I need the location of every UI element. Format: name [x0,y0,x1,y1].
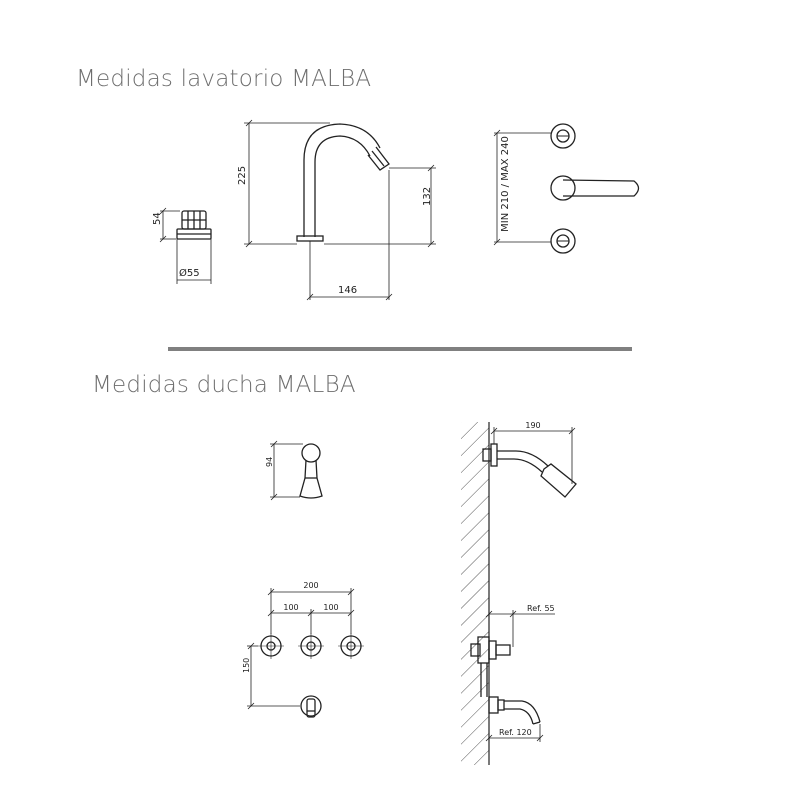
spout-base [296,235,324,242]
valve-right [338,633,364,659]
shower-head-height-dimension [270,440,303,501]
arm-length-label: 190 [525,421,540,430]
shower-section-title: Medidas ducha MALBA [92,372,356,398]
spout-outer-curve [303,123,381,237]
handle-diameter-dimension [176,239,212,284]
valve-spacing-right-label: 100 [323,603,338,612]
spout-height-dimension [244,119,330,248]
spout-reach-dimension [306,170,393,301]
washbasin-spout-side-view [296,123,390,242]
handle-height-label: 54 [152,212,163,225]
shower-head-body [299,459,323,499]
tub-spout-curve [504,700,541,723]
shower-head-front-view [299,443,323,499]
bottom-handle-rosette [550,228,576,254]
lever-handle [550,175,640,201]
shower-head-side [540,463,577,498]
wall-section [461,422,490,765]
arm-length-dimension [490,427,576,484]
valve-center [298,633,324,659]
shower-head-height-label: 94 [265,457,274,467]
washbasin-section-title: Medidas lavatorio MALBA [76,66,372,92]
handle-spacing-dimension [493,129,551,246]
spout-outlet [367,146,390,171]
spout-outlet-height-label: 132 [422,187,433,206]
section-divider [168,347,632,351]
valve-to-spout-label: 150 [242,658,251,673]
valve-spacing-dimensions [267,588,355,634]
shower-valve-layout [258,633,364,718]
ref-lower-dimension [485,724,544,742]
valve-to-spout-dimension [247,642,300,710]
ref-upper-dimension [485,610,555,647]
tub-spout-side [488,696,541,725]
spout-reach-label: 146 [338,285,357,296]
washbasin-front-view [550,123,640,254]
washbasin-handle-side-view [176,210,212,240]
handle-diameter-label: Ø55 [179,267,200,279]
mixer-valve-side [470,636,511,697]
top-handle-rosette [550,123,576,149]
handle-spacing-label: MIN 210 / MAX 240 [500,136,511,232]
handle-height-dimension [159,207,180,243]
ref-upper-label: Ref. 55 [527,604,555,613]
valve-total-spacing-label: 200 [303,581,318,590]
valve-spacing-left-label: 100 [283,603,298,612]
spout-height-label: 225 [237,166,248,185]
shower-arm-side [482,443,577,498]
valve-left [258,633,284,659]
spout-outlet-height-dimension [324,164,436,248]
spout-inner-curve [314,135,371,237]
ref-lower-label: Ref. 120 [499,728,532,737]
tub-spout-front [300,695,322,718]
shower-arm [497,450,549,467]
